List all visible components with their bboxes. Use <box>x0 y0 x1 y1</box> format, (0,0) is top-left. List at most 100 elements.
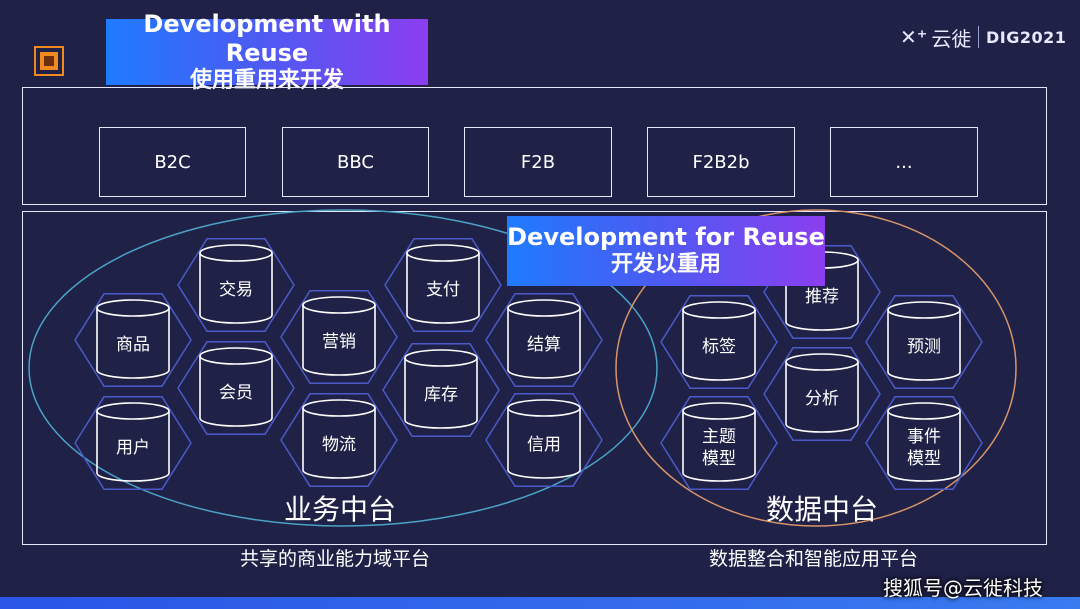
dig-logo-text: DIG2021 <box>986 27 1067 47</box>
module-label: 模型 <box>702 449 736 469</box>
cylinder-top <box>785 353 859 371</box>
business-platform-ellipse <box>28 209 658 527</box>
data-platform-ellipse <box>615 209 1017 527</box>
channel-bbc: BBC <box>282 127 429 197</box>
module-label: 支付 <box>426 280 460 300</box>
module-biz-9: 信用 <box>507 399 581 479</box>
platforms-frame <box>22 211 1047 545</box>
channel-label: BBC <box>337 151 374 173</box>
hexagon-data-2 <box>865 295 983 389</box>
cylinder-top <box>302 399 376 417</box>
module-biz-3: 营销 <box>302 296 376 376</box>
center-title-cn: 开发以重用 <box>610 252 721 278</box>
center-title-en: Development for Reuse <box>507 223 825 252</box>
cylinder-top <box>96 299 170 317</box>
hexagon-biz-7 <box>74 396 192 490</box>
cylinder-body <box>507 408 581 479</box>
cylinder-top <box>302 296 376 314</box>
cylinder-body <box>302 408 376 479</box>
hexagon-biz-9 <box>485 393 603 487</box>
channel-more: ... <box>830 127 978 197</box>
cylinder-body <box>199 356 273 427</box>
module-biz-4: 结算 <box>507 299 581 379</box>
cylinder-body <box>96 308 170 379</box>
channel-label: ... <box>895 151 913 173</box>
module-label: 信用 <box>527 435 561 455</box>
cylinder-top <box>507 299 581 317</box>
cylinder-body <box>302 305 376 376</box>
footer-bar <box>0 597 1080 609</box>
channel-label: B2C <box>154 151 191 173</box>
cylinder-body <box>507 308 581 379</box>
hexagon-biz-2 <box>74 293 192 387</box>
module-label: 结算 <box>527 335 561 355</box>
cylinder-body <box>785 362 859 433</box>
channel-label: F2B2b <box>692 151 750 173</box>
watermark: 搜狐号@云徙科技 <box>883 576 1043 600</box>
header-title-box: Development with Reuse 使用重用来开发 <box>106 10 428 93</box>
cylinder-body <box>682 411 756 482</box>
hexagon-data-3 <box>763 347 881 441</box>
data-platform-caption: 数据整合和智能应用平台 <box>709 548 919 570</box>
module-data-3: 分析 <box>785 353 859 433</box>
module-biz-1: 支付 <box>406 244 480 324</box>
header-title-en: Development with Reuse <box>143 10 391 67</box>
dig-logo: DIG2021 <box>986 22 1066 52</box>
hexagon-data-0 <box>763 245 881 339</box>
business-platform-name: 业务中台 <box>284 493 397 526</box>
hexagon-data-4 <box>660 396 778 490</box>
channel-label: F2B <box>520 151 556 173</box>
channel-b2c: B2C <box>99 127 246 197</box>
module-label: 库存 <box>424 385 458 405</box>
module-label: 用户 <box>116 438 150 458</box>
module-biz-8: 物流 <box>302 399 376 479</box>
module-label: 推荐 <box>805 287 839 307</box>
cylinder-body <box>887 411 961 482</box>
module-label: 预测 <box>907 337 941 357</box>
channels-frame <box>22 87 1047 205</box>
hexagon-biz-8 <box>280 393 398 487</box>
module-biz-5: 会员 <box>199 347 273 427</box>
cylinder-top <box>682 301 756 319</box>
module-label: 物流 <box>322 435 356 455</box>
hexagon-biz-1 <box>384 238 502 332</box>
business-platform-caption: 共享的商业能力域平台 <box>240 548 431 570</box>
module-label: 主题 <box>702 427 736 447</box>
cylinder-top <box>507 399 581 417</box>
module-label: 分析 <box>805 389 839 409</box>
cylinder-top <box>96 402 170 420</box>
cylinder-top <box>887 301 961 319</box>
hexagon-biz-0 <box>177 238 295 332</box>
hexagon-data-1 <box>660 295 778 389</box>
module-biz-2: 商品 <box>96 299 170 379</box>
yunxi-logo-text: 云徙 <box>931 26 972 51</box>
module-biz-7: 用户 <box>96 402 170 482</box>
channel-f2b: F2B <box>464 127 612 197</box>
header-title-cn: 使用重用来开发 <box>189 67 344 93</box>
module-data-1: 标签 <box>682 301 756 381</box>
module-label: 营销 <box>322 332 356 352</box>
hexagon-biz-4 <box>485 293 603 387</box>
channel-f2b2b: F2B2b <box>647 127 795 197</box>
cylinder-top <box>404 349 478 367</box>
module-biz-6: 库存 <box>404 349 478 429</box>
cylinder-body <box>404 358 478 429</box>
hexagon-data-5 <box>865 396 983 490</box>
cylinder-body <box>785 260 859 331</box>
cylinder-top <box>406 244 480 262</box>
hexagon-biz-6 <box>382 343 500 437</box>
module-biz-0: 交易 <box>199 244 273 324</box>
yunxi-logo: ✕⁺ 云徙 <box>900 22 972 52</box>
brand-square-icon <box>34 46 64 76</box>
cylinder-top <box>682 402 756 420</box>
cylinder-body <box>96 411 170 482</box>
module-label: 交易 <box>219 280 253 300</box>
data-platform-name: 数据中台 <box>766 493 879 526</box>
center-title-box: Development for Reuse 开发以重用 <box>507 216 825 286</box>
module-label: 会员 <box>219 383 253 403</box>
hexagon-biz-5 <box>177 341 295 435</box>
hexagon-biz-3 <box>280 290 398 384</box>
